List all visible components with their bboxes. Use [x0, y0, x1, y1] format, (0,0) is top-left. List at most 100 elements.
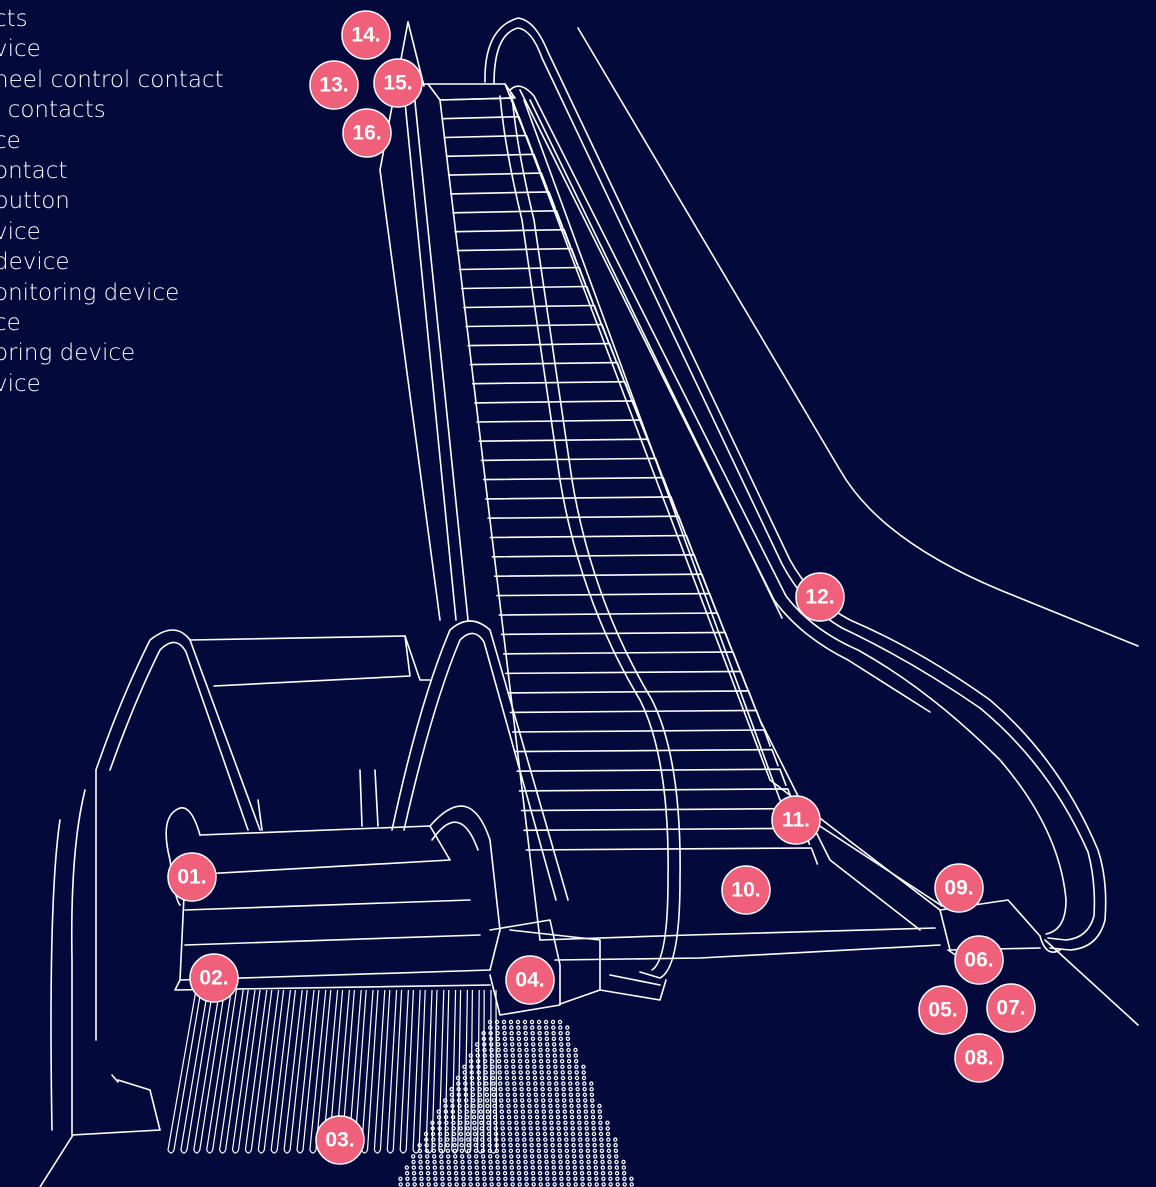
- tactile-dot: [445, 1121, 448, 1124]
- tactile-dot: [570, 1104, 573, 1107]
- marker-12[interactable]: 12.: [796, 573, 844, 621]
- tactile-dot: [591, 1099, 594, 1102]
- tactile-dot: [567, 1172, 570, 1175]
- tactile-dot: [538, 1166, 541, 1169]
- tactile-dot: [468, 1155, 471, 1158]
- tactile-dot: [538, 1155, 541, 1158]
- tactile-dot: [560, 1048, 563, 1051]
- tactile-dot: [521, 1104, 524, 1107]
- tactile-dot: [559, 1166, 562, 1169]
- tactile-dot: [582, 1071, 585, 1074]
- tactile-dot: [526, 1071, 529, 1074]
- marker-04[interactable]: 04.: [506, 956, 554, 1004]
- tactile-dot: [463, 1071, 466, 1074]
- tactile-dot: [532, 1048, 535, 1051]
- tactile-dot: [446, 1149, 449, 1152]
- step-edge: [442, 117, 525, 133]
- tactile-dot: [602, 1183, 605, 1186]
- tactile-dot: [587, 1160, 590, 1163]
- marker-16[interactable]: 16.: [343, 109, 391, 157]
- tactile-dot: [584, 1099, 587, 1102]
- tactile-dot: [490, 1183, 493, 1186]
- tactile-dot: [487, 1132, 490, 1135]
- tactile-dot: [516, 1020, 519, 1023]
- tactile-dot: [504, 1048, 507, 1051]
- tactile-dot: [537, 1138, 540, 1141]
- marker-label: 16.: [352, 122, 381, 145]
- tactile-dot: [511, 1048, 514, 1051]
- step-edge: [460, 268, 586, 284]
- tactile-dot: [532, 1177, 535, 1180]
- tactile-dot: [412, 1155, 415, 1158]
- tactile-dot: [432, 1149, 435, 1152]
- tactile-dot: [580, 1166, 583, 1169]
- tactile-dot: [584, 1110, 587, 1113]
- tactile-dot: [561, 1060, 564, 1063]
- tactile-dot: [526, 1060, 529, 1063]
- tactile-dot: [505, 1071, 508, 1074]
- tactile-dot: [547, 1071, 550, 1074]
- tactile-dot: [573, 1160, 576, 1163]
- tactile-dot: [450, 1093, 453, 1096]
- tactile-dot: [514, 1110, 517, 1113]
- tactile-dot: [546, 1043, 549, 1046]
- tactile-dot: [574, 1183, 577, 1186]
- marker-11[interactable]: 11.: [772, 796, 820, 844]
- marker-07[interactable]: 07.: [987, 984, 1035, 1032]
- tactile-dot: [609, 1177, 612, 1180]
- tactile-dot: [531, 1026, 534, 1029]
- tactile-dot: [553, 1048, 556, 1051]
- tactile-dot: [571, 1116, 574, 1119]
- tactile-dot: [482, 1160, 485, 1163]
- tactile-dot: [467, 1144, 470, 1147]
- tactile-dot: [518, 1048, 521, 1051]
- tactile-dot: [558, 1138, 561, 1141]
- tactile-dot: [503, 1037, 506, 1040]
- tactile-dot: [566, 1166, 569, 1169]
- tactile-dot: [582, 1065, 585, 1068]
- tactile-dot: [548, 1082, 551, 1085]
- tactile-dot: [476, 1177, 479, 1180]
- tactile-dot: [448, 1183, 451, 1186]
- marker-09[interactable]: 09.: [935, 864, 983, 912]
- tactile-dot: [574, 1054, 577, 1057]
- tactile-dot: [469, 1172, 472, 1175]
- marker-10[interactable]: 10.: [722, 866, 770, 914]
- tactile-dot: [571, 1132, 574, 1135]
- tactile-dot: [540, 1060, 543, 1063]
- tactile-dot: [405, 1166, 408, 1169]
- marker-14[interactable]: 14.: [342, 11, 390, 59]
- tactile-dot: [446, 1144, 449, 1147]
- tactile-dot: [508, 1127, 511, 1130]
- marker-13[interactable]: 13.: [310, 61, 358, 109]
- tactile-dot: [444, 1099, 447, 1102]
- tactile-dot: [496, 1160, 499, 1163]
- tactile-dot: [509, 1138, 512, 1141]
- marker-03[interactable]: 03.: [316, 1116, 364, 1164]
- tactile-dot: [469, 1177, 472, 1180]
- marker-06[interactable]: 06.: [955, 936, 1003, 984]
- tactile-dot: [489, 1160, 492, 1163]
- marker-02[interactable]: 02.: [190, 954, 238, 1002]
- tactile-dot: [593, 1144, 596, 1147]
- tactile-dot: [551, 1138, 554, 1141]
- marker-01[interactable]: 01.: [168, 853, 216, 901]
- tactile-dot: [488, 1020, 491, 1023]
- tactile-dot: [565, 1149, 568, 1152]
- tactile-dot: [492, 1088, 495, 1091]
- marker-05[interactable]: 05.: [919, 986, 967, 1034]
- tactile-dot: [488, 1138, 491, 1141]
- marker-08[interactable]: 08.: [955, 1034, 1003, 1082]
- step-edge: [493, 555, 701, 571]
- tactile-dot: [515, 1132, 518, 1135]
- tactile-dot: [457, 1082, 460, 1085]
- step-edge: [502, 632, 732, 648]
- marker-label: 05.: [928, 999, 957, 1022]
- tactile-dot: [559, 1032, 562, 1035]
- tactile-dot: [576, 1082, 579, 1085]
- tactile-dot: [523, 1144, 526, 1147]
- tactile-dot: [524, 1026, 527, 1029]
- tactile-dot: [623, 1177, 626, 1180]
- tactile-dot: [518, 1183, 521, 1186]
- marker-15[interactable]: 15.: [374, 59, 422, 107]
